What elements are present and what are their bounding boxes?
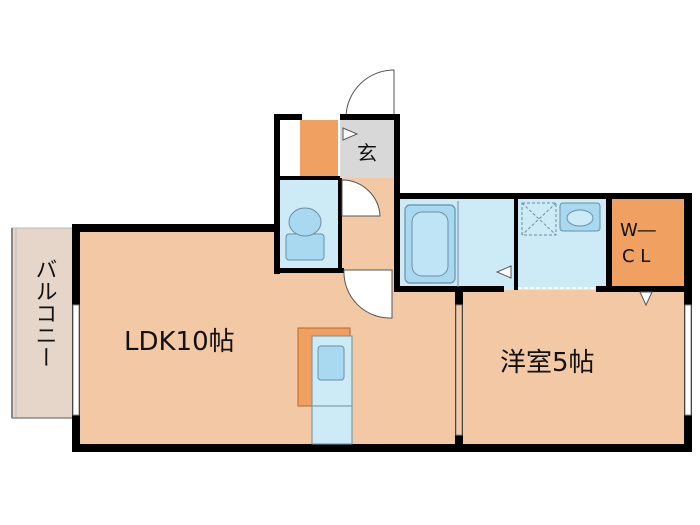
- toilet-icon: [285, 207, 325, 261]
- western-room-label: 洋室5帖: [500, 348, 595, 378]
- entrance-arrow-icon: [342, 127, 359, 141]
- laundry-pan-icon: [521, 202, 557, 236]
- kitchen-sink-icon: [317, 345, 345, 381]
- balcony: [11, 227, 78, 419]
- western-room-floor: [460, 290, 688, 448]
- closet-door-arrow-icon: [639, 291, 653, 307]
- refrigerator-space-icon: [311, 405, 353, 445]
- wcl-label-bottom: C L: [622, 246, 650, 267]
- door-swing-icon: [344, 69, 396, 117]
- windows: [72, 304, 692, 436]
- entrance-label: 玄: [357, 141, 377, 165]
- walk-in-closet: [610, 197, 688, 290]
- balcony-label: バルコニー: [32, 258, 57, 368]
- hall-door-swing-icon: [343, 269, 393, 319]
- bathtub-icon: [404, 204, 456, 284]
- entrance-floor: [340, 118, 398, 178]
- washbasin-icon: [559, 202, 601, 232]
- shoe-cabinet: [300, 120, 338, 178]
- ldk-label: LDK10帖: [124, 327, 235, 357]
- wcl-label-top: W―: [620, 220, 656, 241]
- washroom-arrow-icon: [495, 265, 512, 279]
- toilet-door-swing-icon: [341, 179, 381, 217]
